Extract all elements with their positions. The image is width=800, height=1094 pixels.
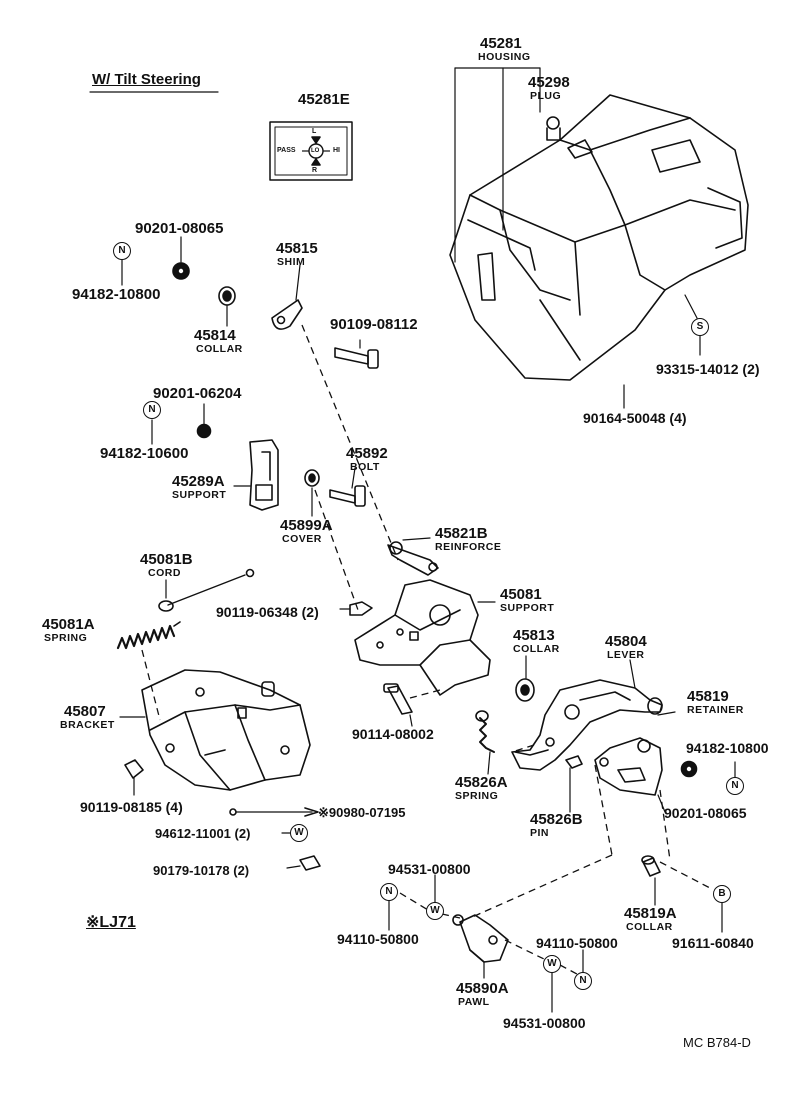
part-number: 45813 <box>513 627 555 644</box>
part-name: LEVER <box>607 649 645 661</box>
part-number: 90179-10178 (2) <box>153 863 250 878</box>
part-name: SUPPORT <box>500 602 555 614</box>
part-name: COLLAR <box>626 921 673 933</box>
drawing-reference-code: MC B784-D <box>683 1035 751 1050</box>
part-name: SHIM <box>277 256 306 268</box>
plate-label-bottom: R <box>312 167 318 174</box>
part-name: CORD <box>148 567 181 579</box>
pawl-45890A-drawing <box>452 914 509 963</box>
part-number: 45081A <box>42 616 95 633</box>
part-name: COLLAR <box>513 643 560 655</box>
part-number: 45826A <box>455 774 508 791</box>
bolt-symbol: B <box>713 885 731 903</box>
part-name: REINFORCE <box>435 541 502 553</box>
washer-symbol: W <box>543 955 561 973</box>
nut-symbol: N <box>726 777 744 795</box>
part-name: RETAINER <box>687 704 744 716</box>
part-number: 45807 <box>64 703 106 720</box>
part-number: 45081 <box>500 586 542 603</box>
part-name: HOUSING <box>478 51 531 63</box>
part-number: 94531-00800 <box>503 1015 586 1031</box>
part-name: BOLT <box>350 461 380 473</box>
part-number: 45815 <box>276 240 318 257</box>
part-name: COVER <box>282 533 322 545</box>
part-number: 90119-08185 (4) <box>80 799 183 815</box>
washer-symbol: W <box>426 902 444 920</box>
washer-symbol: W <box>290 824 308 842</box>
part-number: 45899A <box>280 517 333 534</box>
part-number: 94182-10800 <box>686 740 769 756</box>
part-number: ※90980-07195 <box>318 805 406 820</box>
part-number: 45298 <box>528 74 570 91</box>
assembly-line <box>301 324 399 561</box>
part-name: PAWL <box>458 996 490 1008</box>
nut-symbol: N <box>143 401 161 419</box>
part-number: 94182-10800 <box>72 286 161 303</box>
part-number: 90109-08112 <box>330 316 418 333</box>
part-number: 45804 <box>605 633 647 650</box>
part-number: 94182-10600 <box>100 445 189 462</box>
part-name: COLLAR <box>196 343 243 355</box>
indicator-plate-frame <box>269 121 353 181</box>
part-name: PLUG <box>530 90 562 102</box>
part-number: 93315-14012 (2) <box>656 361 760 377</box>
part-number: 90114-08002 <box>352 726 434 742</box>
lever-45804-drawing <box>511 679 663 771</box>
bracket-45807-drawing <box>141 669 311 791</box>
part-number: 91611-60840 <box>672 935 754 951</box>
screw-symbol: S <box>691 318 709 336</box>
part-number: 45821B <box>435 525 488 542</box>
nut-symbol: N <box>574 972 592 990</box>
plate-label-top: L <box>312 128 317 135</box>
support-45081-drawing <box>354 579 491 696</box>
part-number: 90164-50048 (4) <box>583 410 687 426</box>
part-number: 90201-08065 <box>664 805 747 821</box>
nut-symbol: N <box>380 883 398 901</box>
diagram-title: W/ Tilt Steering <box>92 71 201 88</box>
part-number: 45892 <box>346 445 388 462</box>
spring-45081A-drawing <box>116 621 181 650</box>
part-number: 45289A <box>172 473 225 490</box>
plate-label-left: PASS <box>277 147 296 154</box>
part-number: 94531-00800 <box>388 861 471 877</box>
part-number: 45281E <box>298 91 350 108</box>
footnote-marker: ※LJ71 <box>86 914 136 931</box>
part-number: 45819 <box>687 688 729 705</box>
plate-label-right: HI <box>333 147 340 154</box>
part-number: 45814 <box>194 327 236 344</box>
part-number: 90119-06348 (2) <box>216 604 319 620</box>
part-number: 90201-06204 <box>153 385 242 402</box>
part-number: 45081B <box>140 551 193 568</box>
plate-label-center: LO <box>311 148 320 154</box>
part-name: PIN <box>530 827 550 839</box>
part-number: 45890A <box>456 980 509 997</box>
housing-drawing <box>449 94 749 381</box>
nut-symbol: N <box>113 242 131 260</box>
part-number: 45826B <box>530 811 583 828</box>
part-name: SPRING <box>44 632 88 644</box>
part-number: 94110-50800 <box>536 935 618 951</box>
part-name: BRACKET <box>60 719 115 731</box>
part-number: 94110-50800 <box>337 931 419 947</box>
part-number: 45819A <box>624 905 677 922</box>
part-number: 90201-08065 <box>135 220 224 237</box>
part-number: 45281 <box>480 35 522 52</box>
part-name: SUPPORT <box>172 489 227 501</box>
part-number: 94612-11001 (2) <box>155 826 251 841</box>
part-name: SPRING <box>455 790 499 802</box>
